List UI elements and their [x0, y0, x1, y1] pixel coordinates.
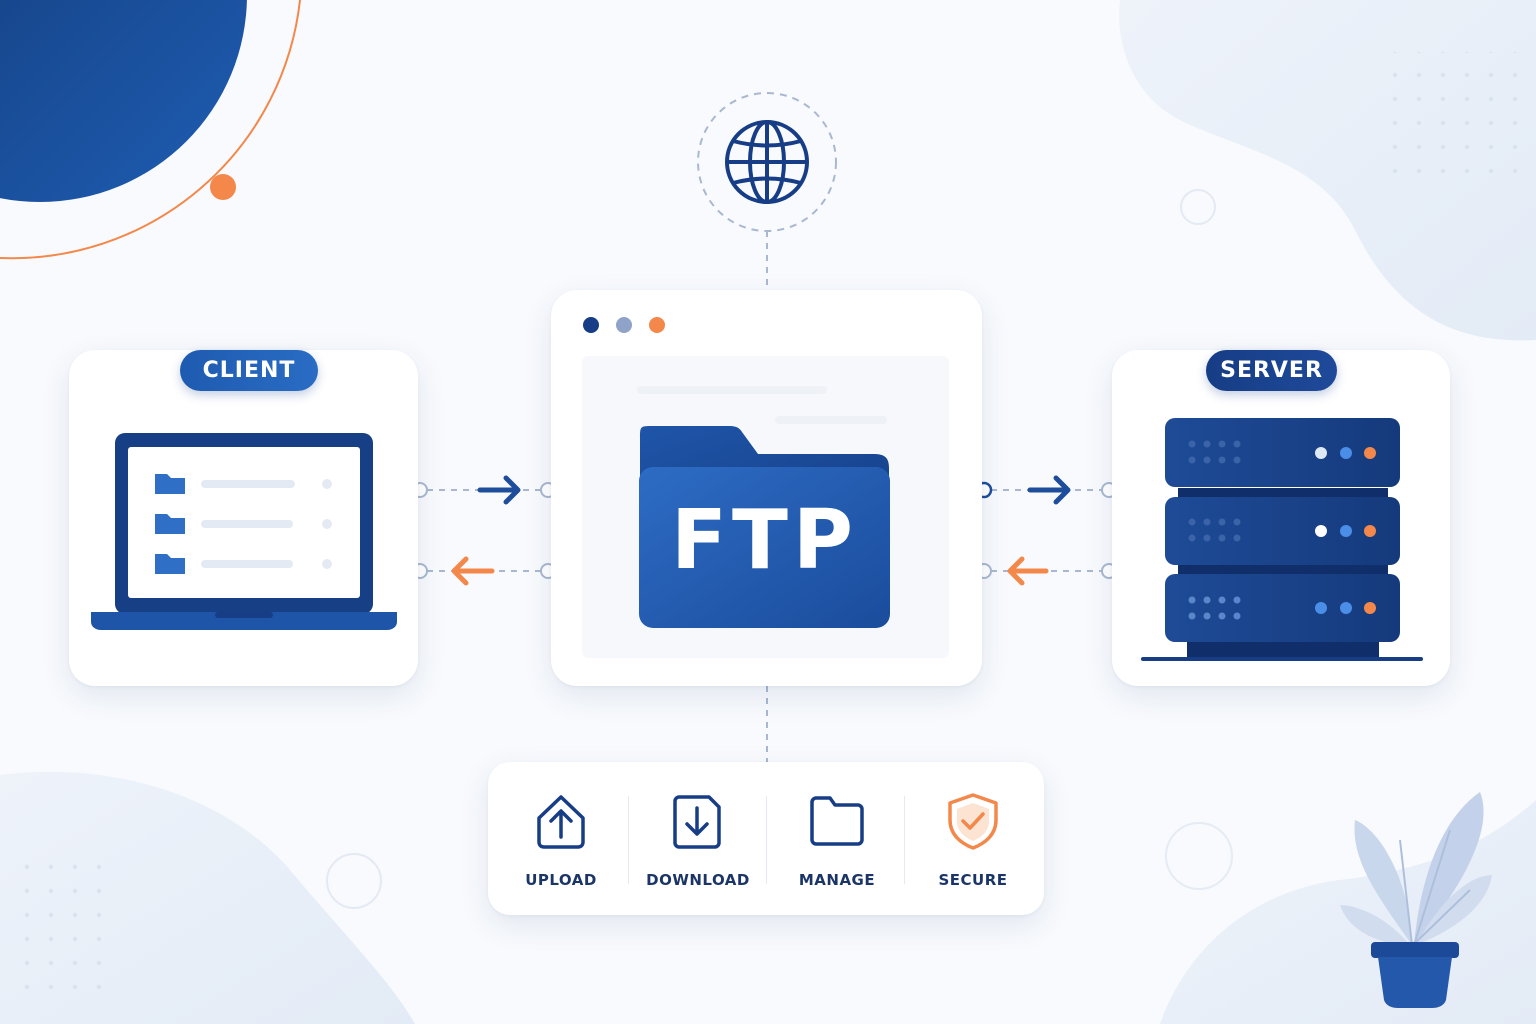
divider: [628, 796, 629, 884]
window-dot-grey: [616, 317, 632, 333]
divider: [904, 796, 905, 884]
globe-icon: [725, 120, 809, 204]
ftp-window: [582, 317, 949, 658]
client-label: CLIENT: [180, 350, 318, 391]
file-list: [155, 474, 332, 574]
download-icon: [673, 795, 721, 849]
arrow-left-icon: [1007, 556, 1049, 586]
client-card: [69, 350, 418, 686]
link-client-center: [412, 475, 556, 586]
decor-orbit-dot: [210, 174, 236, 200]
ftp-window-card: FTP: [551, 290, 982, 686]
server-unit-3: [1165, 574, 1400, 642]
server-unit-2: [1165, 497, 1400, 565]
decor-ring: [326, 853, 382, 909]
folder-icon: [810, 796, 864, 846]
link-center-server: [975, 475, 1117, 586]
server-label: SERVER: [1206, 350, 1337, 391]
plant-decor: [1340, 792, 1492, 1008]
upload-icon: [537, 795, 585, 849]
action-manage[interactable]: MANAGE: [768, 762, 906, 915]
decor-orbit: [0, 0, 301, 260]
window-dot-navy: [583, 317, 599, 333]
action-download[interactable]: DOWNLOAD: [629, 762, 767, 915]
server-unit-1: [1165, 418, 1400, 487]
globe-node: [697, 92, 837, 232]
decor-circle: [0, 0, 247, 202]
action-label: UPLOAD: [525, 871, 597, 889]
divider: [766, 796, 767, 884]
ftp-label: FTP: [670, 493, 859, 588]
action-label: DOWNLOAD: [646, 871, 750, 889]
action-label: MANAGE: [798, 871, 876, 889]
arrow-right-icon: [1027, 475, 1071, 505]
laptop-icon: [91, 433, 397, 630]
actions-card: UPLOAD DOWNLOAD MANAGE SECURE: [488, 762, 1044, 915]
action-label: SECURE: [938, 871, 1008, 889]
action-upload[interactable]: UPLOAD: [492, 762, 630, 915]
shield-check-icon: [948, 793, 998, 850]
server-rack-icon: [1141, 418, 1423, 661]
folder-icon: [639, 426, 890, 628]
arrow-left-icon: [451, 556, 495, 586]
action-secure[interactable]: SECURE: [904, 762, 1042, 915]
arrow-right-icon: [477, 475, 521, 505]
decor-ring: [1180, 189, 1216, 225]
decor-ring: [1165, 822, 1233, 890]
decor-dots-bottom-left: [14, 858, 110, 1008]
window-dot-orange: [649, 317, 665, 333]
decor-dots-top-right: [1382, 52, 1522, 180]
server-card: [1112, 350, 1450, 686]
